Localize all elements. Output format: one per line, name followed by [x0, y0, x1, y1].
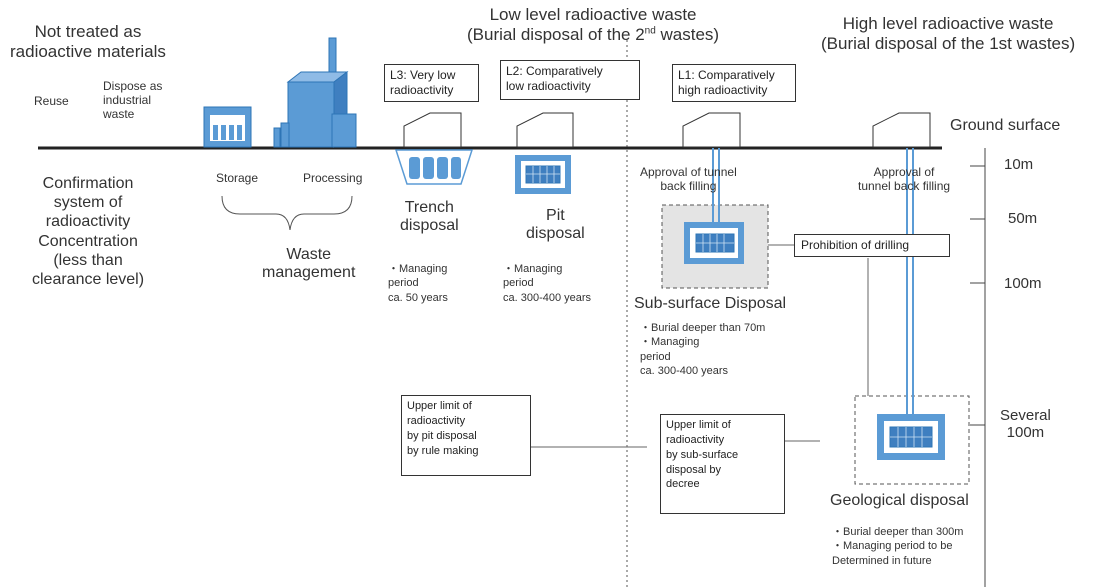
hlw-line1: High level radioactive waste [842, 14, 1054, 33]
geological-disposal-icon [854, 148, 970, 485]
surface-facility-l1 [682, 112, 741, 148]
not-treated-heading: Not treated as radioactive materials [10, 22, 166, 61]
pit-managing-period: ・Managing period ca. 300-400 years [503, 263, 592, 304]
storage-building-icon [203, 106, 252, 148]
trench-icon [394, 149, 474, 185]
subsurface-approval-label: Approval of tunnel back filling [640, 165, 737, 193]
pit-upper-limit-box: Upper limit of radioactivity by pit disp… [401, 395, 531, 476]
depth-axis [970, 148, 986, 587]
processing-facility-icon [273, 37, 357, 149]
pit-icon [515, 155, 571, 194]
geological-approval-label: Approval of tunnel back filling [858, 165, 951, 193]
pit-disposal-title: Pit disposal [526, 207, 585, 243]
depth-50m: 50m [1008, 210, 1038, 227]
llw-line1: Low level radioactive waste [489, 5, 697, 24]
confirmation-system-label: Confirmation system of radioactivity Con… [32, 175, 145, 288]
subsurface-upper-limit-box: Upper limit of radioactivity by sub-surf… [660, 414, 785, 514]
trench-managing-period: ・Managing period ca. 50 years [388, 263, 448, 304]
subsurface-disposal-icon [661, 148, 769, 289]
surface-facility-geological [872, 112, 931, 148]
surface-facility-l3 [403, 112, 462, 148]
reuse-label: Reuse [34, 94, 69, 108]
not-treated-line1: Not treated as [34, 22, 142, 41]
llw-heading: Low level radioactive waste (Burial disp… [467, 5, 719, 44]
llw-line2: (Burial disposal of the 2nd wastes) [467, 24, 720, 44]
trench-disposal-title: Trench disposal [400, 199, 459, 235]
geological-disposal-title: Geological disposal [830, 492, 969, 509]
subsurface-disposal-title: Sub-surface Disposal [634, 295, 787, 312]
l1-level-box: L1: Comparatively high radioactivity [672, 64, 796, 102]
prohibition-drilling-box: Prohibition of drilling [794, 234, 950, 257]
depth-several-100m: Several 100m [1000, 407, 1051, 442]
not-treated-line2: radioactive materials [10, 41, 166, 61]
depth-10m: 10m [1004, 156, 1034, 173]
processing-label: Processing [303, 171, 363, 185]
hlw-heading: High level radioactive waste (Burial dis… [821, 14, 1075, 53]
dispose-industrial-label: Dispose as industrial waste [103, 79, 163, 121]
l3-level-box: L3: Very low radioactivity [384, 64, 479, 102]
storage-label: Storage [216, 171, 259, 185]
geological-details: ・Burial deeper than 300m ・Managing perio… [832, 526, 964, 567]
hlw-line2: (Burial disposal of the 1st wastes) [821, 33, 1076, 53]
subsurface-details: ・Burial deeper than 70m ・Managing period… [640, 322, 766, 377]
leader-lines [531, 244, 869, 448]
l2-level-box: L2: Comparatively low radioactivity [500, 60, 640, 100]
depth-100m: 100m [1004, 275, 1042, 292]
waste-management-label: Waste management [262, 246, 356, 282]
waste-management-brace [221, 195, 353, 231]
ground-surface-label: Ground surface [950, 117, 1061, 134]
surface-facility-l2 [516, 112, 574, 148]
